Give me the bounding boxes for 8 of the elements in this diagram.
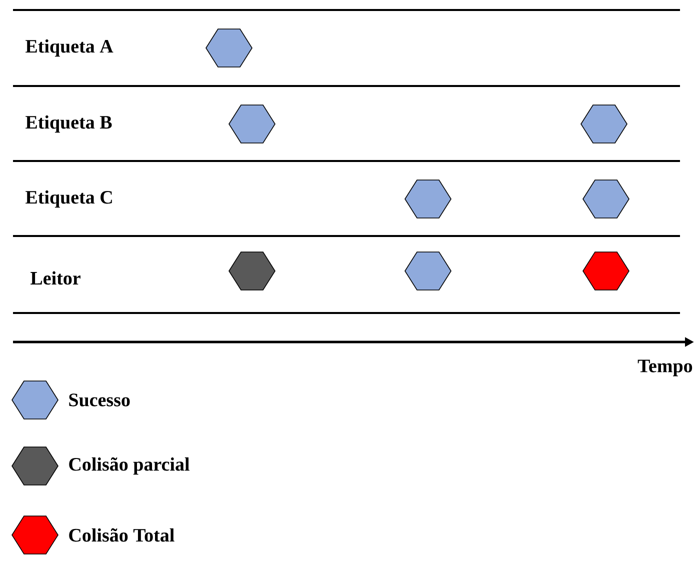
row-label: Etiqueta B — [26, 115, 112, 133]
axis-label: Tempo — [638, 360, 692, 376]
legend-label: Colisão Total — [69, 528, 174, 542]
row-label: Etiqueta C — [26, 190, 112, 208]
row-label: Leitor — [30, 271, 80, 285]
legend-label: Sucesso — [69, 394, 130, 406]
row-label: Etiqueta A — [26, 39, 114, 57]
legend-label: Colisão parcial — [69, 457, 190, 475]
